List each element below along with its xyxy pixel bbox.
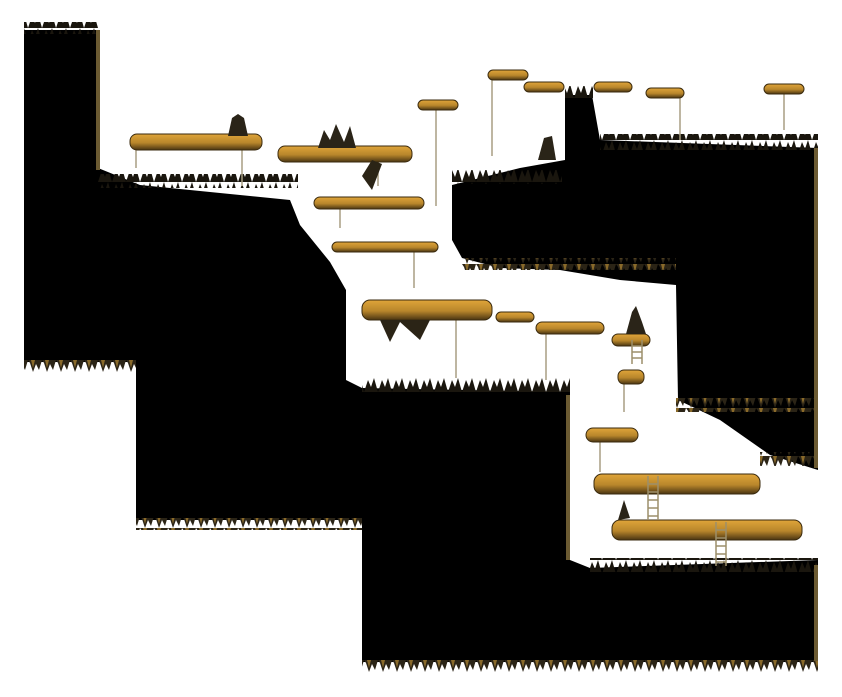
platforms [129,69,805,541]
platform [593,473,761,495]
platform [617,369,645,385]
ladder [647,476,659,520]
platform [313,196,425,210]
platform [593,81,633,93]
ladder [715,522,727,566]
cave-rock [24,30,818,662]
platform [763,83,805,95]
platform [645,87,685,99]
rock-right-upper [452,95,818,470]
platform [361,299,493,321]
ladders [631,340,727,566]
platform-roots [362,160,430,342]
platform [129,133,263,151]
platform [611,519,803,541]
platform [535,321,605,335]
ladder [631,340,643,364]
platform-decor [228,114,646,520]
grass-edges [24,22,818,572]
platform [417,99,459,111]
platform [611,333,651,347]
platform [277,145,413,163]
platform [331,241,439,253]
platform [495,311,535,323]
platform [585,427,639,443]
platform [487,69,529,81]
platform [523,81,565,93]
rock-fringes [24,30,818,672]
rock-left-staircase [24,30,818,662]
